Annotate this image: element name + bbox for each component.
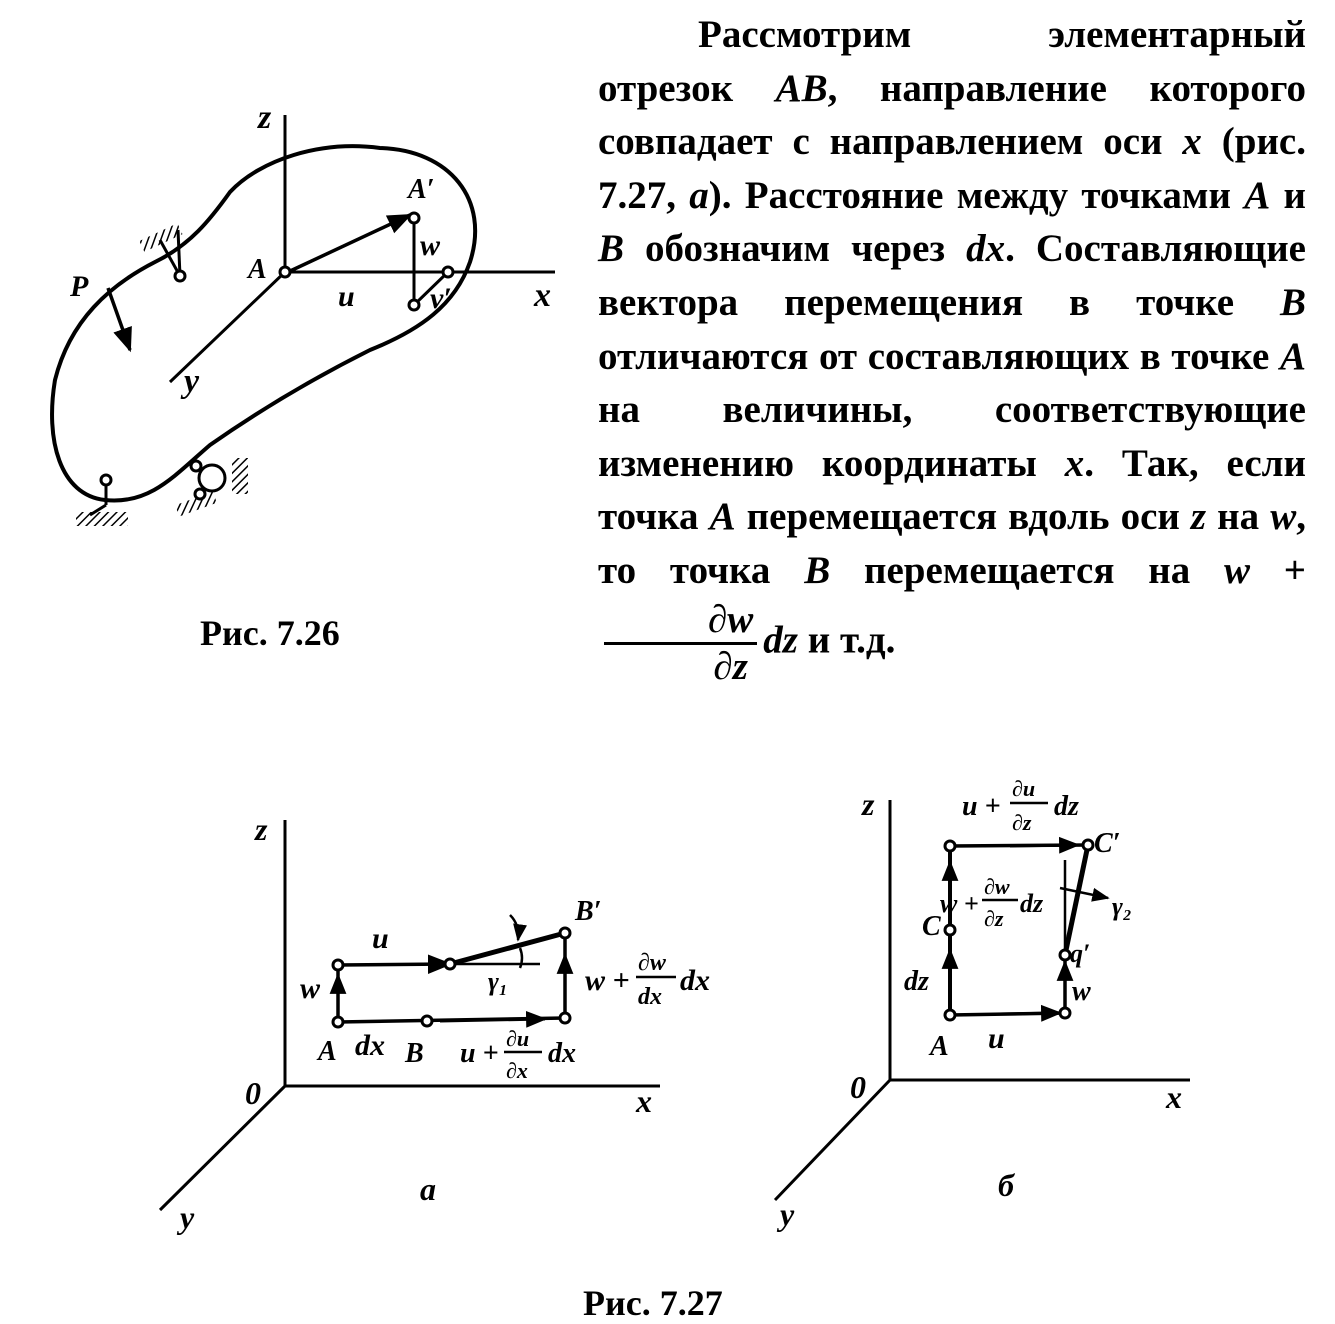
segment-top (337, 954, 453, 974)
svg-text:∂w: ∂w (638, 950, 667, 976)
label-A-prime: A′ (406, 174, 435, 205)
svg-text:dx: dx (548, 1038, 576, 1069)
support-bottom-right (175, 458, 248, 517)
support-top (139, 223, 187, 283)
y-axis (168, 270, 287, 384)
point-v-prime (441, 265, 455, 279)
point-C-prime (1081, 838, 1095, 852)
label-A: A (246, 254, 267, 285)
svg-text:∂u: ∂u (1012, 776, 1035, 801)
point-w-base (407, 298, 421, 312)
angle-gamma1-arc (518, 947, 524, 969)
caption-fig-7-26: Рис. 7.26 (200, 613, 340, 653)
support-bottom-left (76, 473, 128, 526)
point-A (331, 1015, 345, 1029)
label-u: u (372, 922, 389, 955)
label-z: z (861, 786, 875, 822)
label-C: C (922, 911, 941, 942)
caption-fig-7-27: Рис. 7.27 (583, 1283, 723, 1323)
label-w: w (420, 229, 441, 262)
label-u-expr: u + (460, 1038, 499, 1069)
svg-text:dx: dx (638, 984, 662, 1010)
svg-text:dz: dz (1054, 791, 1079, 822)
label-P: P (69, 270, 89, 303)
label-x: x (533, 277, 551, 314)
point-B-prime (558, 926, 572, 940)
label-x: x (1165, 1079, 1182, 1115)
svg-text:∂x: ∂x (506, 1058, 528, 1083)
label-dx: dx (355, 1029, 385, 1062)
label-dz: dz (904, 966, 929, 997)
svg-text:∂z: ∂z (1012, 810, 1032, 835)
label-A: A (928, 1031, 949, 1062)
label-w: w (1072, 976, 1091, 1007)
label-A: A (316, 1036, 337, 1067)
label-origin: 0 (245, 1075, 261, 1111)
svg-text:∂w: ∂w (984, 874, 1010, 899)
svg-text:dx: dx (680, 964, 710, 997)
fraction-dw-dz: ∂w∂z (604, 598, 758, 689)
label-mid-expr: w + (940, 889, 979, 918)
label-u: u (988, 1022, 1005, 1055)
sub-label-a: а (420, 1171, 436, 1207)
point-A (278, 265, 292, 279)
svg-text:∂z: ∂z (984, 906, 1004, 931)
label-top-expr: u + (962, 791, 1001, 822)
y-axis (158, 1084, 287, 1212)
displacement-vector (287, 213, 413, 274)
deformed-segment (1062, 844, 1091, 956)
point-C (943, 923, 957, 937)
label-x: x (635, 1083, 652, 1119)
label-origin: 0 (850, 1069, 866, 1105)
label-B-prime: B′ (574, 896, 602, 927)
fig-7-27-a: z x y 0 A B B′ u w dx γ₁ w + ∂w dx dx u … (158, 811, 710, 1235)
label-y: y (180, 363, 200, 400)
label-y: y (776, 1196, 795, 1232)
y-axis (773, 1078, 892, 1202)
label-z: z (254, 811, 268, 847)
label-gamma1: γ₁ (488, 967, 508, 996)
elastic-body-outline (50, 144, 478, 503)
svg-text:∂u: ∂u (506, 1026, 529, 1051)
label-w-expr: w + (585, 964, 630, 997)
label-w: w (300, 972, 321, 1005)
label-gamma2: γ₂ (1112, 892, 1132, 921)
label-z: z (257, 99, 272, 136)
label-B: B (404, 1038, 424, 1069)
deformed-segment (449, 930, 566, 967)
force-P (106, 287, 132, 353)
fig-7-26: z x y A A′ u w v′ P (50, 99, 555, 526)
body-paragraph: Рассмотрим элементарный отрезок AB, напр… (598, 13, 1307, 689)
label-v-prime: v′ (430, 282, 452, 315)
v-component (412, 270, 450, 307)
point-q-prime (1058, 948, 1072, 962)
fig-7-27-b: z x y 0 A C C′ q′ u w dz γ₂ u + ∂u ∂z dz… (773, 776, 1190, 1232)
label-q-prime: q′ (1070, 939, 1090, 968)
label-u: u (338, 280, 355, 313)
point-A-prime (407, 211, 421, 225)
svg-text:dz: dz (1020, 889, 1044, 918)
point-B (420, 1014, 434, 1028)
point-A (943, 1008, 957, 1022)
sub-label-b: б (998, 1167, 1016, 1203)
label-y: y (176, 1199, 195, 1235)
label-C-prime: C′ (1094, 828, 1121, 859)
